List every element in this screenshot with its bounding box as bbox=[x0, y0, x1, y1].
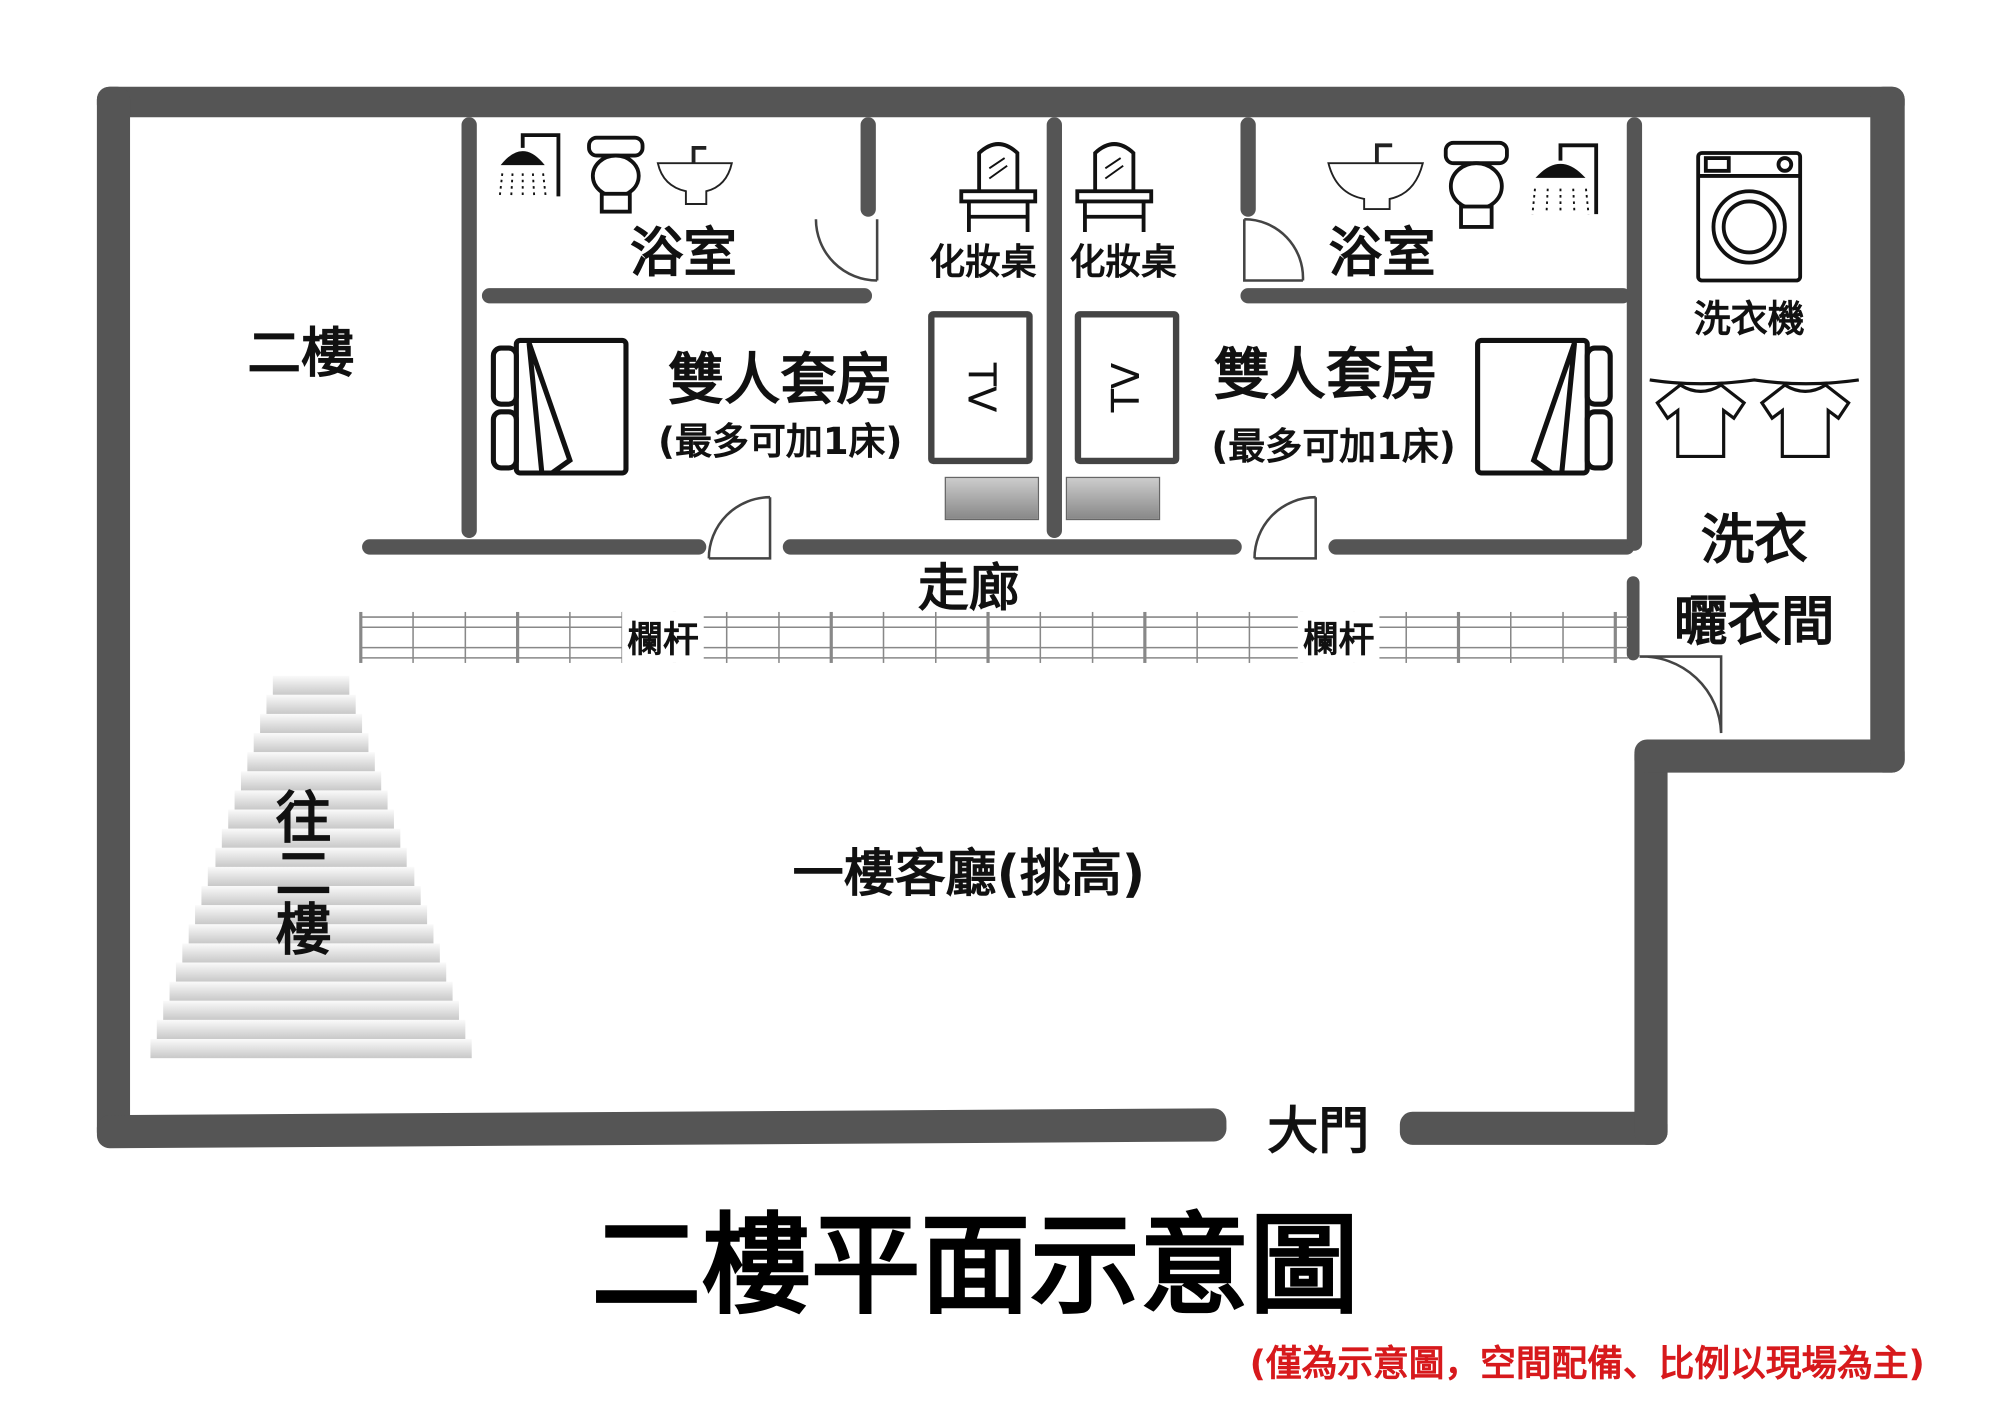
clothes-drying-icon bbox=[1649, 378, 1860, 459]
stair-step bbox=[195, 905, 427, 925]
stair-step bbox=[169, 981, 453, 1001]
stair-step bbox=[214, 847, 408, 867]
living-room-label: 一樓客廳(挑高) bbox=[792, 845, 1146, 904]
stair-step bbox=[266, 694, 356, 714]
vanity-label: 化妝桌 bbox=[1069, 240, 1177, 284]
shower-icon bbox=[1531, 143, 1599, 215]
room-note: (最多可加1床) bbox=[658, 419, 903, 463]
vanity-label: 化妝桌 bbox=[929, 240, 1037, 284]
stair-step bbox=[176, 962, 446, 982]
railing-label: 欄杆 bbox=[622, 611, 704, 663]
sink-icon bbox=[1327, 143, 1425, 211]
tv: TV bbox=[928, 311, 1033, 465]
stair-step bbox=[189, 924, 434, 944]
bed-icon bbox=[1475, 337, 1613, 476]
toilet-icon bbox=[587, 135, 645, 214]
stair-step bbox=[182, 943, 440, 963]
wall bbox=[782, 539, 1242, 555]
wall bbox=[1870, 86, 1905, 773]
wall bbox=[1626, 576, 1640, 661]
railing-label: 欄杆 bbox=[1297, 611, 1380, 663]
stair-step bbox=[201, 886, 421, 906]
room-name: 雙人套房 bbox=[668, 348, 893, 414]
stairs-label: 往二樓 bbox=[265, 787, 331, 957]
bed-icon bbox=[490, 337, 629, 476]
wall bbox=[1046, 117, 1062, 539]
wall bbox=[1399, 1111, 1668, 1145]
wall bbox=[481, 288, 873, 304]
floor-label: 二樓 bbox=[247, 321, 355, 385]
stair-step bbox=[163, 1000, 459, 1020]
toilet-icon bbox=[1443, 140, 1509, 229]
wall bbox=[461, 117, 477, 539]
main-door-label[interactable]: 大門 bbox=[1267, 1102, 1370, 1162]
disclaimer: (僅為示意圖，空間配備、比例以現場為主) bbox=[1249, 1342, 1925, 1385]
vanity-icon bbox=[1075, 142, 1154, 233]
stair-step bbox=[247, 752, 376, 772]
wall bbox=[1626, 117, 1643, 551]
stair-step bbox=[272, 675, 350, 695]
stair-step bbox=[150, 1039, 472, 1059]
corridor-label: 走廊 bbox=[917, 559, 1020, 619]
room-name: 雙人套房 bbox=[1213, 342, 1439, 408]
room-note: (最多可加1床) bbox=[1211, 424, 1456, 468]
staircase[interactable] bbox=[150, 675, 472, 1059]
bathroom-label: 浴室 bbox=[629, 221, 737, 284]
railing bbox=[359, 611, 1629, 663]
tv-label: TV bbox=[958, 362, 1003, 413]
washer-label: 洗衣機 bbox=[1693, 297, 1805, 341]
stair-step bbox=[208, 866, 414, 887]
vanity-icon bbox=[959, 142, 1038, 233]
tv: TV bbox=[1074, 311, 1180, 465]
wall bbox=[96, 86, 131, 1145]
stair-step bbox=[156, 1019, 466, 1040]
bathroom-label: 浴室 bbox=[1328, 221, 1436, 284]
wall bbox=[1634, 741, 1668, 1145]
wall bbox=[362, 539, 707, 555]
laundry-room-label: 洗衣 bbox=[1700, 508, 1808, 571]
wardrobe bbox=[944, 476, 1040, 521]
sink-icon bbox=[656, 145, 733, 205]
laundry-room-label: 曬衣間 bbox=[1673, 589, 1835, 653]
stair-step bbox=[259, 713, 363, 734]
washing-machine-icon bbox=[1696, 151, 1803, 283]
page-title: 二樓平面示意圖 bbox=[591, 1202, 1360, 1331]
stair-step bbox=[221, 828, 401, 848]
wardrobe bbox=[1065, 476, 1161, 521]
tv-label: TV bbox=[1104, 362, 1150, 413]
wall bbox=[1634, 739, 1905, 773]
wall bbox=[860, 117, 876, 217]
shower-icon bbox=[498, 133, 561, 197]
stair-step bbox=[253, 733, 369, 753]
stair-step bbox=[227, 809, 395, 829]
stair-step bbox=[234, 790, 388, 810]
wall bbox=[1240, 117, 1256, 217]
wall bbox=[96, 86, 1905, 118]
wall bbox=[1328, 539, 1635, 555]
wall bbox=[1240, 288, 1631, 304]
stair-step bbox=[240, 771, 382, 791]
